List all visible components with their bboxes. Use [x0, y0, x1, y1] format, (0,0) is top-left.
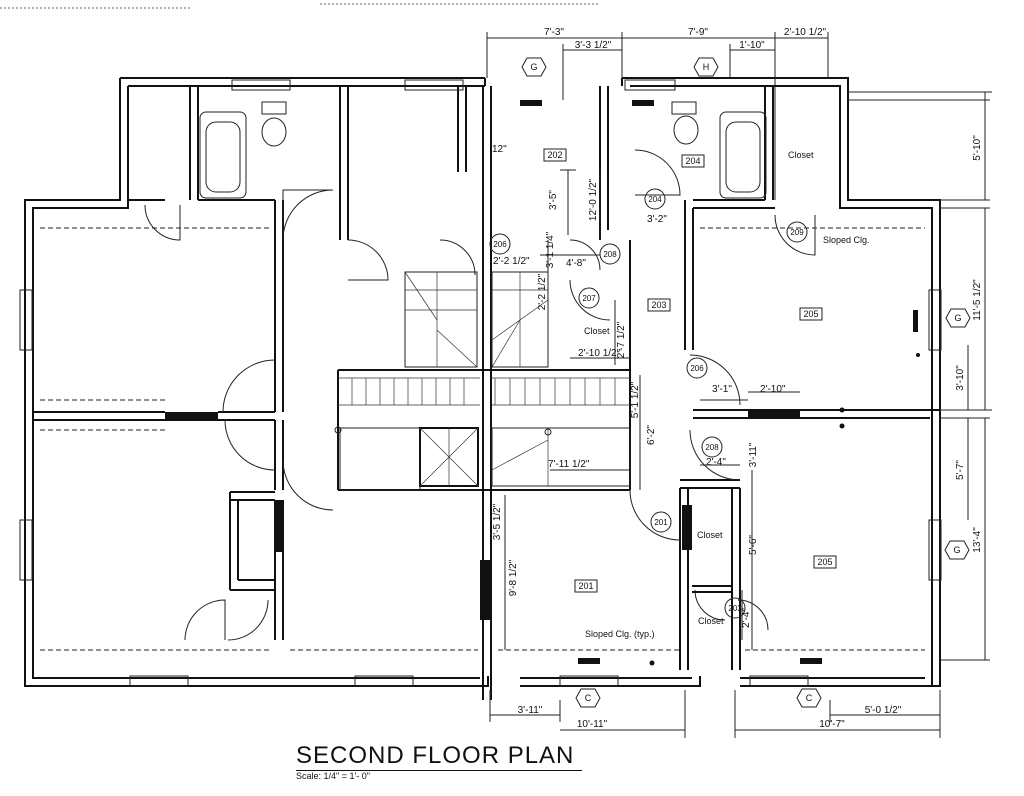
window-tag-g-right-lower: G [953, 545, 960, 555]
window-tag-h: H [703, 62, 710, 72]
dim-2-2-b: 2'-2 1/2" [537, 273, 548, 310]
dim-2-4-b: 2'-4" [741, 608, 752, 628]
dim-3-5-b: 3'-5 1/2" [492, 503, 503, 540]
dim-9-8: 9'-8 1/2" [508, 559, 519, 596]
dim-12: 12" [492, 144, 507, 155]
door-tag-206-a: 206 [493, 240, 507, 249]
closet-label-205: Closet [697, 530, 723, 540]
door-tag-201: 201 [654, 518, 668, 527]
dim-2-10: 2'-10 1/2" [578, 348, 621, 359]
window-tag-c-right: C [806, 693, 813, 703]
dim-3-5: 3'-5" [548, 190, 559, 210]
dim-top-7-9: 7'-9" [688, 27, 708, 38]
dim-bottom-5-0: 5'-0 1/2" [865, 705, 902, 716]
dim-4-8: 4'-8" [566, 258, 586, 269]
dim-3-1: 3'-1" [712, 384, 732, 395]
door-tag-204: 204 [648, 195, 662, 204]
sloped-ceiling-lines [40, 227, 925, 651]
sloped-ceiling-typ-note: Sloped Clg. (typ.) [585, 629, 655, 639]
closet-label-top: Closet [788, 150, 814, 160]
window-tag-shapes [521, 57, 971, 708]
windows [19, 79, 942, 687]
closet-label-lower: Closet [698, 616, 724, 626]
dim-right-3-10: 3'-10" [955, 365, 966, 391]
room-number-202: 202 [547, 150, 562, 160]
dim-top-2-10: 2'-10 1/2" [784, 27, 827, 38]
dim-top-7-3: 7'-3" [544, 27, 564, 38]
dim-2-10-b: 2'-10" [760, 384, 786, 395]
dim-top-1-10: 1'-10" [739, 40, 765, 51]
door-tag-207: 207 [582, 294, 596, 303]
room-number-boxes [543, 148, 837, 593]
dim-bottom-3-11: 3'-11" [518, 705, 543, 716]
door-tag-206-b: 206 [690, 364, 704, 373]
dim-6-2: 6'-2" [646, 425, 657, 445]
dim-7-11: 7'-11 1/2" [548, 459, 590, 470]
room-number-204: 204 [685, 156, 700, 166]
dim-2-4: 2'-4" [706, 457, 726, 468]
plan-scale: Scale: 1/4" = 1'- 0" [296, 771, 370, 781]
dim-top-3-3: 3'-3 1/2" [575, 40, 612, 51]
door-tag-203: 203 [728, 604, 742, 613]
dim-2-7: 2'-7 1/2" [616, 321, 627, 358]
window-tag-g-top: G [530, 62, 537, 72]
dim-3-2: 3'-2" [647, 214, 667, 225]
dim-12-0: 12'-0 1/2" [588, 178, 599, 221]
dim-bottom-10-7: 10'-7" [819, 719, 845, 730]
exterior-walls [24, 77, 990, 687]
window-tag-g-right-upper: G [954, 313, 961, 323]
dim-right-5-7: 5'-7" [955, 460, 966, 480]
stairs [334, 271, 631, 491]
dim-3-1-4: 3'-1 1/4" [545, 231, 556, 268]
room-number-205-upper: 205 [803, 309, 818, 319]
dim-right-5-10: 5'-10" [972, 135, 983, 161]
door-tag-209: 209 [790, 228, 804, 237]
sloped-ceiling-note: Sloped Clg. [823, 235, 870, 245]
closet-label-203: Closet [584, 326, 610, 336]
door-swings [144, 149, 816, 641]
door-tag-208-b: 208 [705, 443, 719, 452]
door-tag-208-a: 208 [603, 250, 617, 259]
dim-2-2-a: 2'-2 1/2" [493, 256, 530, 267]
dim-bottom-10-11: 10'-11" [577, 719, 608, 730]
room-number-205-lower: 205 [817, 557, 832, 567]
plan-title: SECOND FLOOR PLAN [296, 742, 582, 771]
door-tag-circles [489, 188, 808, 619]
dimension-lines [486, 32, 992, 738]
bath-fixtures [199, 101, 767, 199]
dim-right-11-5: 11'-5 1/2" [972, 279, 983, 321]
room-number-203: 203 [651, 300, 666, 310]
dim-5-6: 5'-6" [748, 535, 759, 555]
dim-5-1: 5'-1 1/2" [630, 381, 641, 418]
window-tag-c-left: C [585, 693, 592, 703]
room-number-201: 201 [578, 581, 593, 591]
dim-3-11: 3'-11" [748, 442, 759, 467]
dim-right-13-4: 13'-4" [972, 527, 983, 553]
